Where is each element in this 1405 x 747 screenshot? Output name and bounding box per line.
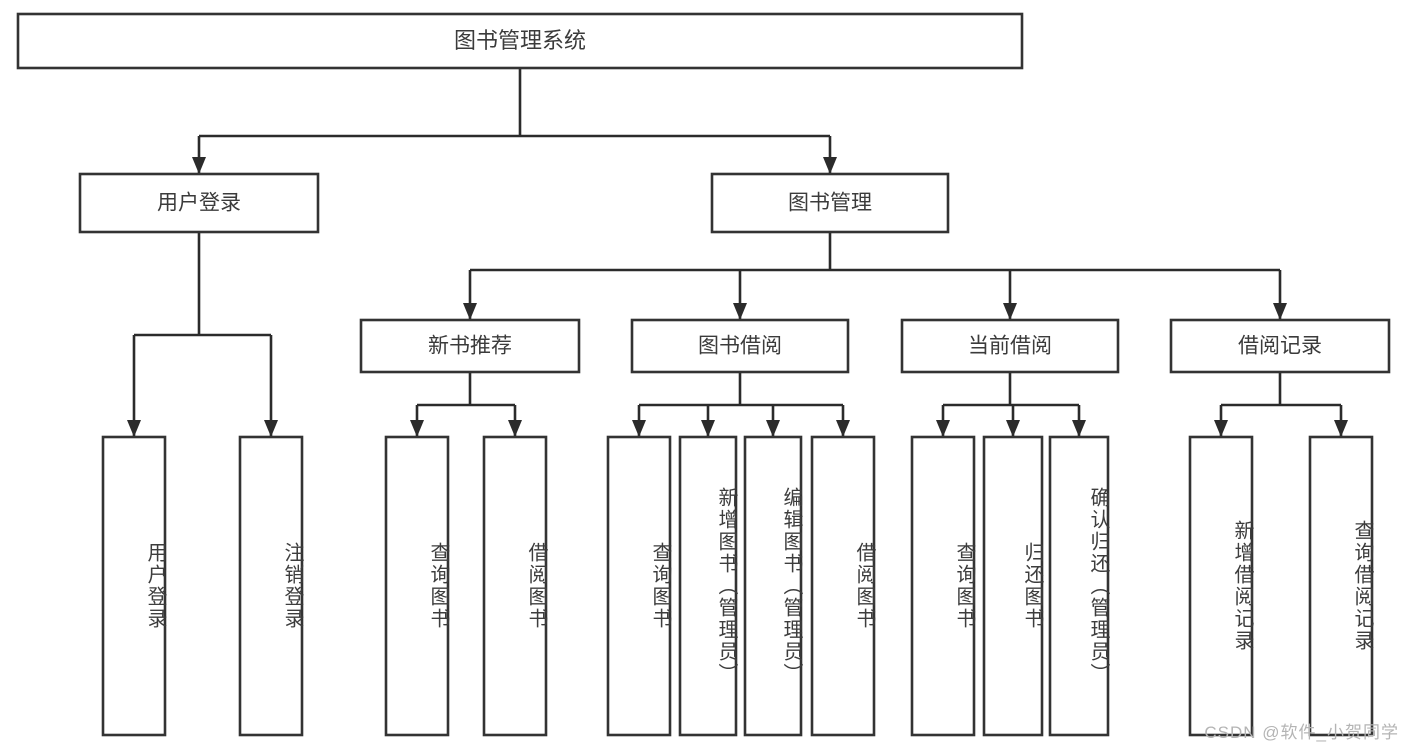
node-box-leaf-borrow-book-1[interactable] [482,435,548,737]
node-box-leaf-query-book-3[interactable] [910,435,976,737]
arrow-head-icon [1072,420,1086,437]
arrow-head-icon [410,420,424,437]
node-box-leaf-query-book-2[interactable] [606,435,672,737]
arrow-head-icon [733,303,747,320]
node-box-root[interactable] [16,12,1024,70]
arrow-head-icon [632,420,646,437]
node-box-leaf-query-record[interactable] [1308,435,1374,737]
label-user-login: 用户登录 [157,192,241,215]
arrow-head-icon [1214,420,1228,437]
arrow-head-icon [463,303,477,320]
label-borrow-record: 借阅记录 [1238,335,1322,358]
label-new-book-recommend: 新书推荐 [428,335,512,358]
arrow-head-icon [192,157,206,174]
node-box-user-login[interactable] [78,172,320,234]
arrow-head-icon [836,420,850,437]
node-box-borrow-record[interactable] [1169,318,1391,374]
node-box-leaf-confirm-return[interactable] [1048,435,1110,737]
arrow-head-icon [1334,420,1348,437]
arrow-head-icon [1273,303,1287,320]
node-box-leaf-borrow-book-2[interactable] [810,435,876,737]
node-box-leaf-user-login[interactable] [101,435,167,737]
node-box-new-book-recommend[interactable] [359,318,581,374]
node-box-leaf-user-logout[interactable] [238,435,304,737]
arrow-head-icon [766,420,780,437]
watermark-text: CSDN @软件_小贺同学 [1204,723,1399,742]
arrow-head-icon [1003,303,1017,320]
node-box-current-borrow[interactable] [900,318,1120,374]
label-book-borrow: 图书借阅 [698,335,782,358]
arrow-head-icon [701,420,715,437]
node-box-leaf-edit-book[interactable] [743,435,803,737]
connectors-layer [127,68,1348,437]
root-label: 图书管理系统 [454,28,586,53]
arrow-head-icon [1006,420,1020,437]
node-box-book-borrow[interactable] [630,318,850,374]
node-box-leaf-add-record[interactable] [1188,435,1254,737]
label-book-manage: 图书管理 [788,192,872,215]
boxes-layer [16,12,1391,737]
arrow-head-icon [508,420,522,437]
arrow-head-icon [936,420,950,437]
node-box-book-manage[interactable] [710,172,950,234]
node-box-leaf-add-book[interactable] [678,435,738,737]
node-box-leaf-query-book-1[interactable] [384,435,450,737]
node-box-leaf-return-book[interactable] [982,435,1044,737]
arrow-head-icon [823,157,837,174]
arrow-head-icon [127,420,141,437]
arrow-head-icon [264,420,278,437]
label-current-borrow: 当前借阅 [968,335,1052,358]
